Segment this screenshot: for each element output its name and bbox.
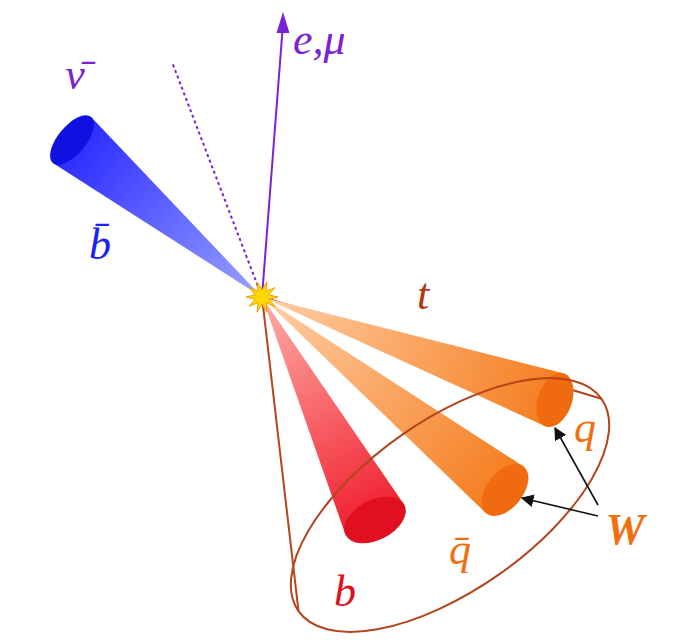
jet-cap — [337, 487, 414, 553]
particle-label: q — [574, 406, 596, 450]
particle-label: W — [605, 508, 644, 552]
jet-cone — [262, 297, 524, 514]
lepton-line — [262, 30, 283, 297]
particle-label: ν̄ — [65, 53, 85, 97]
particle-label: t — [417, 273, 429, 317]
neutrino-line — [172, 62, 262, 297]
particle-label: b̄ — [89, 223, 111, 267]
leader-arrow — [522, 498, 598, 516]
vertex-burst — [246, 282, 278, 312]
particle-label: q̄ — [449, 528, 471, 572]
jet-cap — [42, 108, 102, 172]
particle-label: e,μ — [293, 18, 346, 62]
jet-cone — [262, 297, 564, 426]
top-cone-rim — [250, 329, 651, 640]
lepton-arrowhead — [277, 12, 290, 33]
jet-cap — [472, 455, 538, 524]
particle-label: b — [334, 570, 356, 614]
